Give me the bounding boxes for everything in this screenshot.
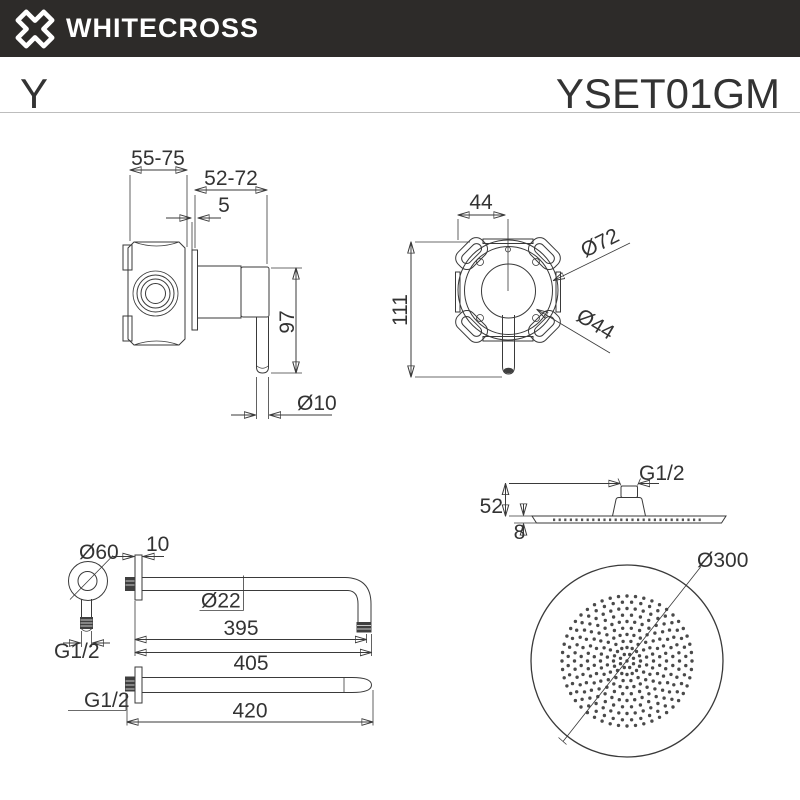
dim-width-range: 55-75 — [131, 147, 185, 170]
dim-length-outer: 405 — [233, 652, 268, 675]
header-bar: WHITECROSS — [0, 0, 800, 57]
dim-tube-dia: Ø22 — [201, 590, 241, 613]
drawing-arm-views: Ø60 G1/2 10 Ø22 395 — [54, 533, 373, 726]
model-code: YSET01GM — [555, 70, 780, 117]
dim-trim-dia: Ø72 — [577, 224, 623, 262]
dim-head-thread: G1/2 — [639, 462, 685, 485]
drawing-head-side-view: G1/2 52 8 — [480, 462, 727, 544]
dim-connector-height: 52 — [480, 495, 503, 518]
dim-box-width: 44 — [469, 191, 493, 214]
drawing-head-face-view: Ø300 — [530, 549, 748, 758]
drawing-mixer-side-view: 55-75 52-72 5 97 Ø1 — [122, 147, 337, 419]
dim-plate-thickness: 5 — [218, 194, 230, 217]
dim-arm-thread-front: G1/2 — [54, 640, 100, 663]
dim-handle-dia: Ø10 — [297, 392, 337, 415]
dim-length-inner: 395 — [223, 617, 258, 640]
dim-arm-thread-bottom: G1/2 — [84, 689, 130, 712]
dim-total-height: 111 — [389, 294, 412, 326]
title-divider — [0, 112, 800, 113]
dim-handle-drop: 97 — [276, 310, 299, 333]
drawing-mixer-front-view: 44 111 — [389, 191, 631, 377]
brand-name: WHITECROSS — [66, 13, 260, 43]
dim-flange-dia: Ø60 — [79, 541, 119, 564]
dim-rosette-dia: Ø44 — [572, 304, 618, 344]
dim-head-dia: Ø300 — [697, 549, 748, 572]
series-title: Y — [20, 70, 49, 117]
dim-depth-range: 52-72 — [204, 167, 258, 190]
nozzle-dot-pattern — [560, 594, 694, 728]
dim-edge-thickness: 8 — [514, 521, 526, 544]
dim-length-total: 420 — [232, 700, 267, 723]
whitecross-x-logo-icon — [15, 9, 55, 48]
dim-wall-plate: 10 — [146, 533, 169, 556]
